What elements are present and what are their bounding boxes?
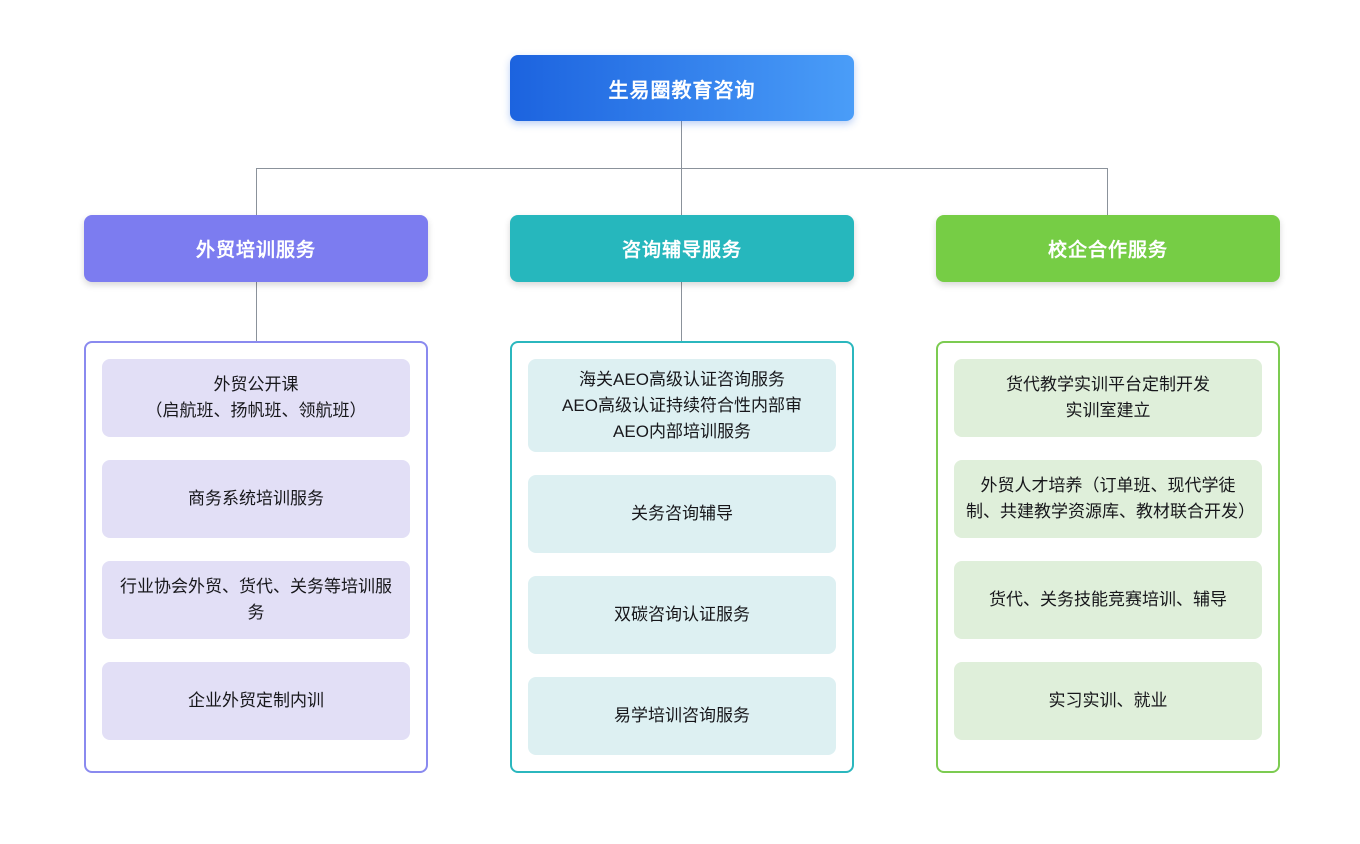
connector-branch-left-stem (256, 168, 257, 215)
list-item: 货代、关务技能竞赛培训、辅导 (954, 561, 1262, 639)
connector-root-stem (681, 121, 682, 168)
list-item: 实习实训、就业 (954, 662, 1262, 740)
root-node-label: 生易圈教育咨询 (608, 79, 756, 102)
list-item: 行业协会外贸、货代、关务等培训服务 (102, 561, 410, 639)
list-item: 外贸人才培养（订单班、现代学徒制、共建教学资源库、教材联合开发） (954, 460, 1262, 538)
list-item: 企业外贸定制内训 (102, 662, 410, 740)
branch-header-trade-training: 外贸培训服务 (84, 215, 428, 282)
branch-header-label: 外贸培训服务 (195, 240, 316, 261)
connector-branch-right-stem (1107, 168, 1108, 215)
list-item: 双碳咨询认证服务 (528, 576, 836, 654)
column-consulting: 咨询辅导服务 海关AEO高级认证咨询服务 AEO高级认证持续符合性内部审 AEO… (510, 215, 854, 773)
branch-header-school-enterprise: 校企合作服务 (936, 215, 1280, 282)
list-item: 海关AEO高级认证咨询服务 AEO高级认证持续符合性内部审 AEO内部培训服务 (528, 359, 836, 452)
connector-branch-middle-stem (681, 168, 682, 215)
items-container-consulting: 海关AEO高级认证咨询服务 AEO高级认证持续符合性内部审 AEO内部培训服务 … (510, 341, 854, 773)
list-item: 商务系统培训服务 (102, 460, 410, 538)
connector-middle-header-to-list (681, 282, 682, 341)
column-trade-training: 外贸培训服务 外贸公开课 （启航班、扬帆班、领航班） 商务系统培训服务 行业协会… (84, 215, 428, 773)
items-container-school-enterprise: 货代教学实训平台定制开发 实训室建立 外贸人才培养（订单班、现代学徒制、共建教学… (936, 341, 1280, 773)
branch-header-consulting: 咨询辅导服务 (510, 215, 854, 282)
root-node: 生易圈教育咨询 (510, 55, 854, 121)
list-item: 易学培训咨询服务 (528, 677, 836, 755)
items-container-trade-training: 外贸公开课 （启航班、扬帆班、领航班） 商务系统培训服务 行业协会外贸、货代、关… (84, 341, 428, 773)
branch-header-label: 校企合作服务 (1047, 240, 1168, 261)
list-item: 货代教学实训平台定制开发 实训室建立 (954, 359, 1262, 437)
connector-left-header-to-list (256, 282, 257, 341)
branch-header-label: 咨询辅导服务 (621, 240, 742, 261)
column-school-enterprise: 校企合作服务 货代教学实训平台定制开发 实训室建立 外贸人才培养（订单班、现代学… (936, 215, 1280, 773)
list-item: 关务咨询辅导 (528, 475, 836, 553)
list-item: 外贸公开课 （启航班、扬帆班、领航班） (102, 359, 410, 437)
connector-horizontal-bus (256, 168, 1108, 169)
